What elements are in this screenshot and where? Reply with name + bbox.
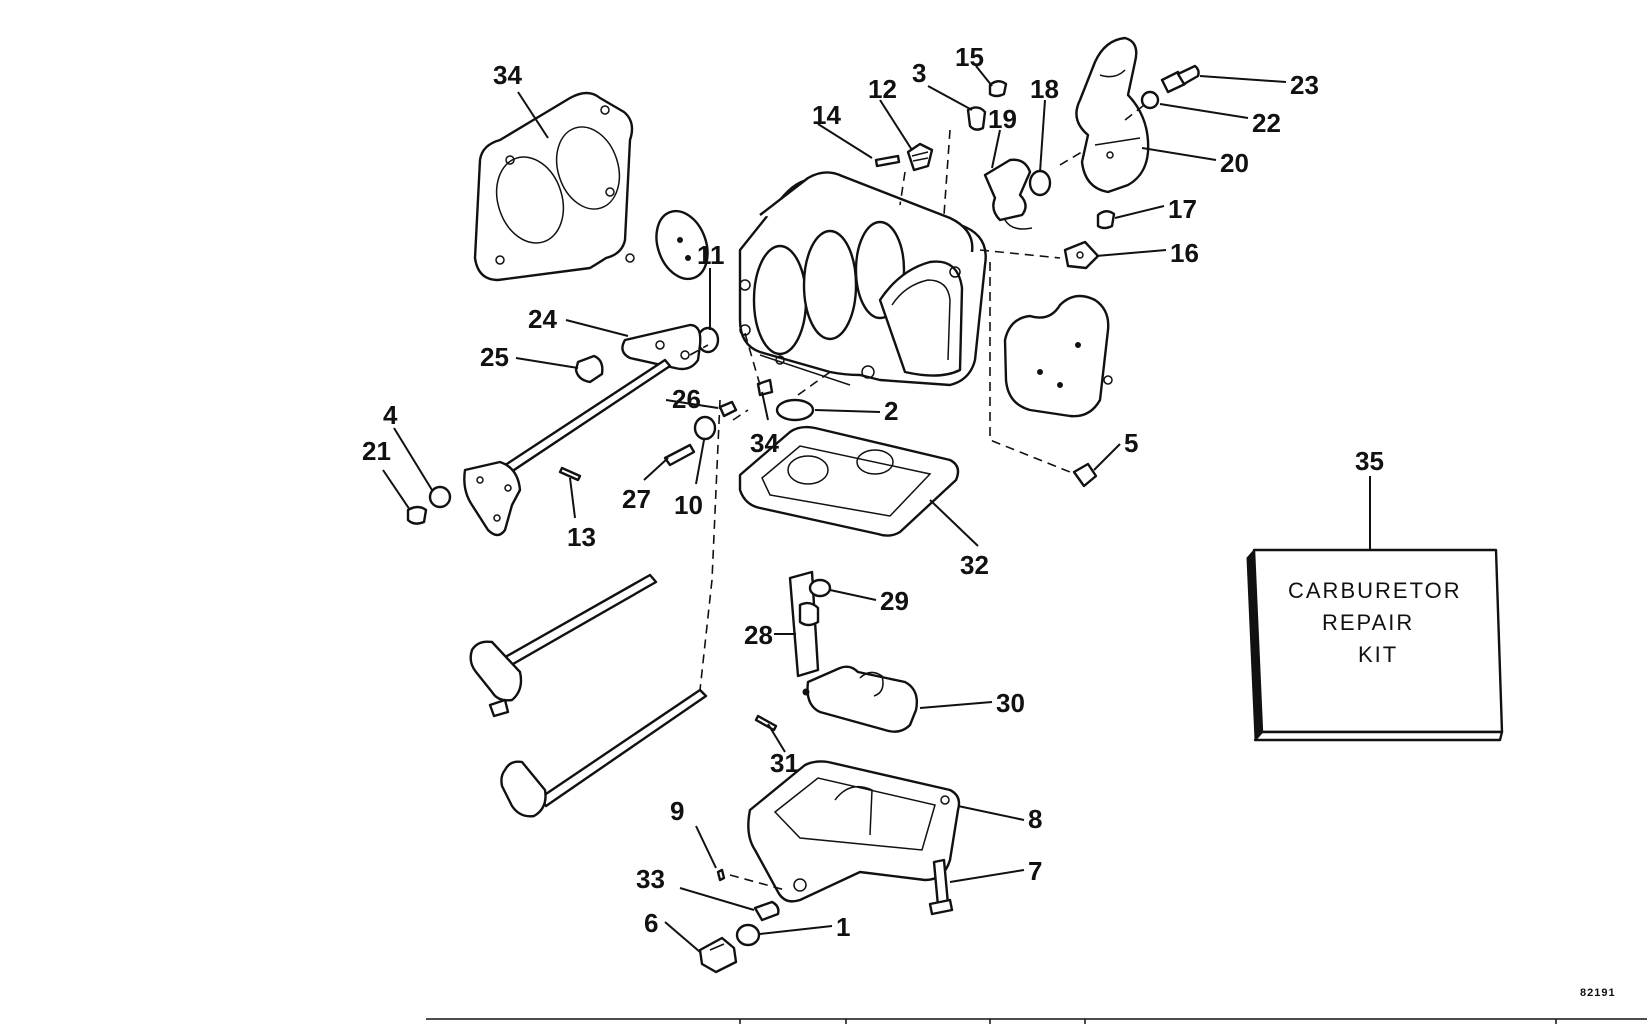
callout-labels: 34 14 12 3 15 18 19 23 22 20 17 16 5 11 … (362, 42, 1384, 942)
part-12-fitting (906, 142, 934, 172)
part-32-bowl-gasket (738, 425, 960, 537)
callout-33: 33 (636, 864, 665, 894)
part-16-fitting (1063, 240, 1100, 270)
part-10-nut (693, 415, 717, 441)
assembly-lines (689, 101, 1149, 891)
upper-throttle-shaft (463, 358, 672, 537)
part-9-jet (716, 868, 726, 882)
part-34-flange-gasket (473, 91, 634, 282)
carburetor-body (738, 171, 987, 387)
bottom-border (426, 1018, 1647, 1024)
part-17-screw (1096, 210, 1116, 230)
callout-5: 5 (1124, 428, 1138, 458)
callout-9: 9 (670, 796, 684, 826)
leader-lines (382, 65, 1371, 953)
part-6-plug (698, 936, 738, 974)
part-3-clip (966, 106, 987, 131)
part-26-screw (718, 400, 738, 418)
callout-4: 4 (383, 400, 398, 430)
callout-20: 20 (1220, 148, 1249, 178)
callout-17: 17 (1168, 194, 1197, 224)
part-14-pin (874, 154, 901, 168)
part-23-screw (1160, 64, 1200, 94)
kit-label-line3: KIT (1358, 642, 1398, 667)
callout-19: 19 (988, 104, 1017, 134)
part-22-washer (1140, 90, 1160, 110)
callout-12: 12 (868, 74, 897, 104)
part-29-ring (808, 578, 832, 598)
kit-label-line2: REPAIR (1322, 610, 1414, 635)
callout-34-gasket: 34 (493, 60, 522, 90)
middle-throttle-shaft (469, 573, 658, 718)
callout-28: 28 (744, 620, 773, 650)
part-25-bushing (574, 354, 604, 384)
callout-13: 13 (567, 522, 596, 552)
callout-24: 24 (528, 304, 557, 334)
callout-32: 32 (960, 550, 989, 580)
carburetor-repair-kit-box: CARBURETOR REPAIR KIT (1246, 548, 1504, 742)
throttle-plate (625, 209, 709, 281)
callout-3: 3 (912, 58, 926, 88)
lower-throttle-shaft (500, 688, 708, 818)
callout-1: 1 (836, 912, 850, 942)
callout-22: 22 (1252, 108, 1281, 138)
callout-6: 6 (644, 908, 658, 938)
part-20-lever (1075, 36, 1150, 194)
part-31-pin (754, 714, 778, 732)
callout-14: 14 (812, 100, 841, 130)
part-5-screw (1072, 462, 1098, 488)
part-21-screw (406, 505, 428, 525)
part-24-lever-arm (621, 323, 702, 371)
callout-10: 10 (674, 490, 703, 520)
figure-number: 82191 (1580, 987, 1616, 999)
callout-23: 23 (1290, 70, 1319, 100)
part-8-float-bowl (747, 760, 961, 903)
part-2-disk (775, 398, 815, 422)
part-19-bracket (983, 158, 1033, 230)
part-15-screw (988, 80, 1008, 98)
callout-30: 30 (996, 688, 1025, 718)
callout-8: 8 (1028, 804, 1042, 834)
callout-7: 7 (1028, 856, 1042, 886)
part-33-needle (753, 900, 780, 922)
part-1-washer (735, 923, 761, 947)
part-4-washer (428, 485, 452, 509)
callout-2: 2 (884, 396, 898, 426)
choke-plate (1003, 294, 1113, 418)
part-34-small-fitting (756, 378, 774, 397)
part-28-bracket (788, 570, 820, 678)
part-18-washer (1028, 169, 1052, 197)
callout-18: 18 (1030, 74, 1059, 104)
callout-35: 35 (1355, 446, 1384, 476)
callout-25: 25 (480, 342, 509, 372)
callout-15: 15 (955, 42, 984, 72)
callout-27: 27 (622, 484, 651, 514)
part-27-needle (663, 443, 696, 467)
callout-16: 16 (1170, 238, 1199, 268)
callout-11: 11 (697, 240, 725, 270)
callout-31: 31 (770, 748, 799, 778)
callout-34-fitting: 34 (750, 428, 779, 458)
kit-label-line1: CARBURETOR (1288, 578, 1462, 603)
callout-21: 21 (362, 436, 391, 466)
part-30-float (802, 665, 919, 733)
part-13-pin (558, 466, 582, 482)
callout-26: 26 (672, 384, 701, 414)
part-7-screw (928, 858, 954, 916)
callout-29: 29 (880, 586, 909, 616)
